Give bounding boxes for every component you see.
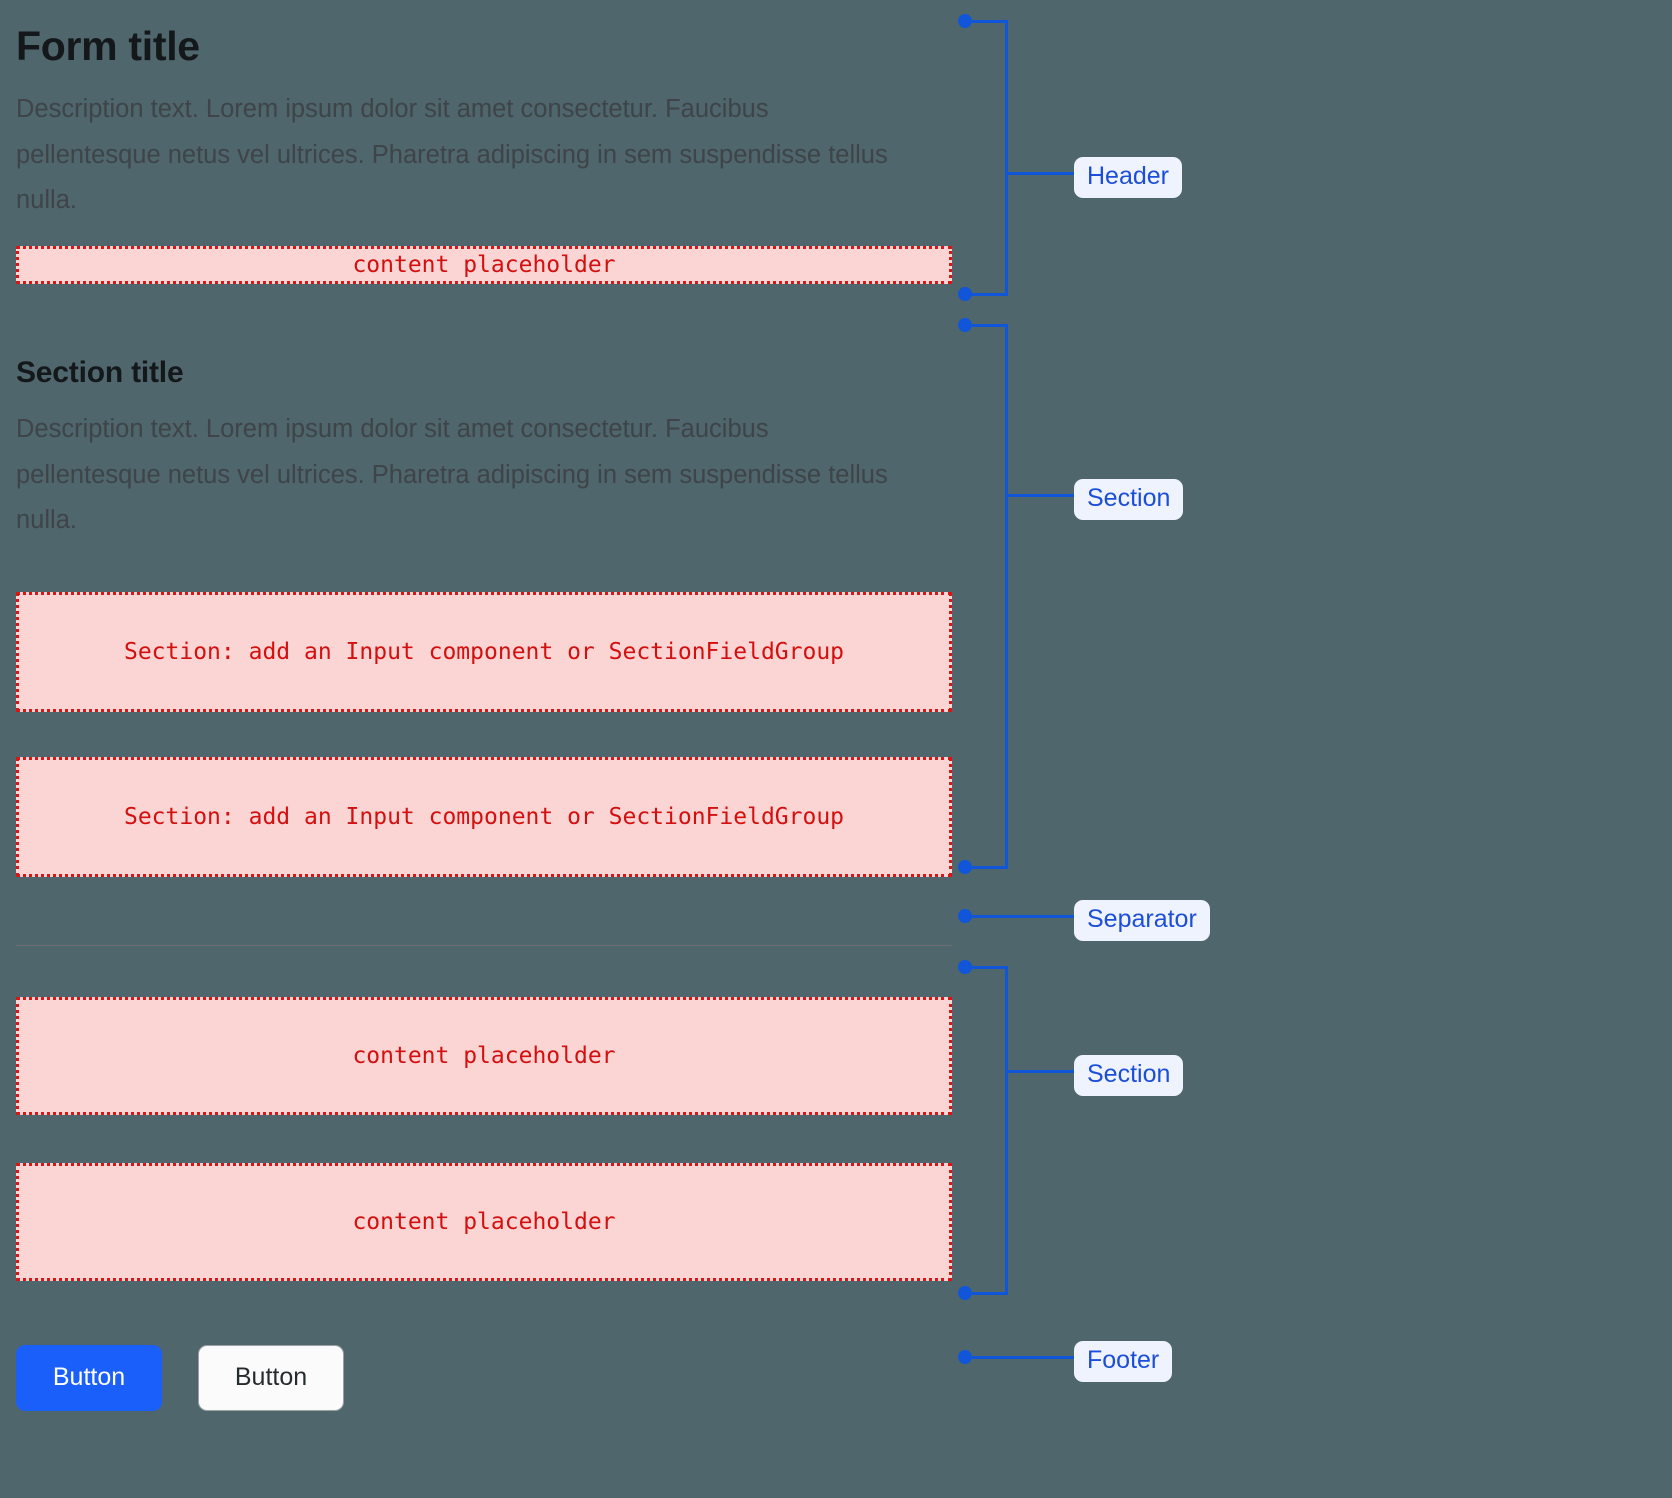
placeholder-label: content placeholder <box>352 1042 616 1069</box>
footer-label-leader <box>965 1356 1075 1359</box>
header-connector-top <box>965 20 1008 23</box>
primary-button[interactable]: Button <box>16 1344 162 1411</box>
page-title: Form title <box>16 23 200 69</box>
secondary-button[interactable]: Button <box>198 1344 344 1411</box>
header-connector-bottom <box>965 293 1008 296</box>
header-label-leader <box>1005 172 1075 175</box>
header-description: Description text. Lorem ipsum dolor sit … <box>16 95 888 215</box>
content-placeholder-2: content placeholder <box>16 1162 952 1281</box>
form-mock: Form title Description text. Lorem ipsum… <box>16 0 952 1411</box>
section-bottom-connector-bottom <box>965 1292 1008 1295</box>
annotation-badge-section-top[interactable]: Section <box>1074 479 1184 520</box>
annotation-badge-section-bottom[interactable]: Section <box>1074 1055 1184 1096</box>
annotation-badge-header[interactable]: Header <box>1074 157 1182 198</box>
placeholder-label: content placeholder <box>352 1208 616 1235</box>
section-field-placeholder-1: Section: add an Input component or Secti… <box>16 591 952 712</box>
header-bracket-spine <box>1005 20 1008 294</box>
annotation-badge-footer[interactable]: Footer <box>1074 1341 1173 1382</box>
section-title: Section title <box>16 356 184 390</box>
section-field-placeholder-2: Section: add an Input component or Secti… <box>16 756 952 877</box>
content-placeholder-1: content placeholder <box>16 996 952 1115</box>
section-bottom-connector-top <box>965 966 1008 969</box>
placeholder-label: Section: add an Input component or Secti… <box>123 638 845 665</box>
placeholder-label: Section: add an Input component or Secti… <box>123 803 845 830</box>
separator-rule <box>16 944 952 946</box>
section-top-label-leader <box>1005 494 1075 497</box>
separator-label-leader <box>965 915 1087 918</box>
section-top-connector-top <box>965 324 1008 327</box>
placeholder-label: content placeholder <box>352 252 616 279</box>
section-top-bracket-spine <box>1005 324 1008 867</box>
section-description: Description text. Lorem ipsum dolor sit … <box>16 415 888 535</box>
annotation-badge-separator[interactable]: Separator <box>1074 900 1210 941</box>
header-content-placeholder: content placeholder <box>16 246 952 285</box>
footer-actions: Button Button <box>16 1344 952 1411</box>
section-top-connector-bottom <box>965 866 1008 869</box>
section-bottom-bracket-spine <box>1005 966 1008 1293</box>
section-bottom-label-leader <box>1005 1070 1075 1073</box>
